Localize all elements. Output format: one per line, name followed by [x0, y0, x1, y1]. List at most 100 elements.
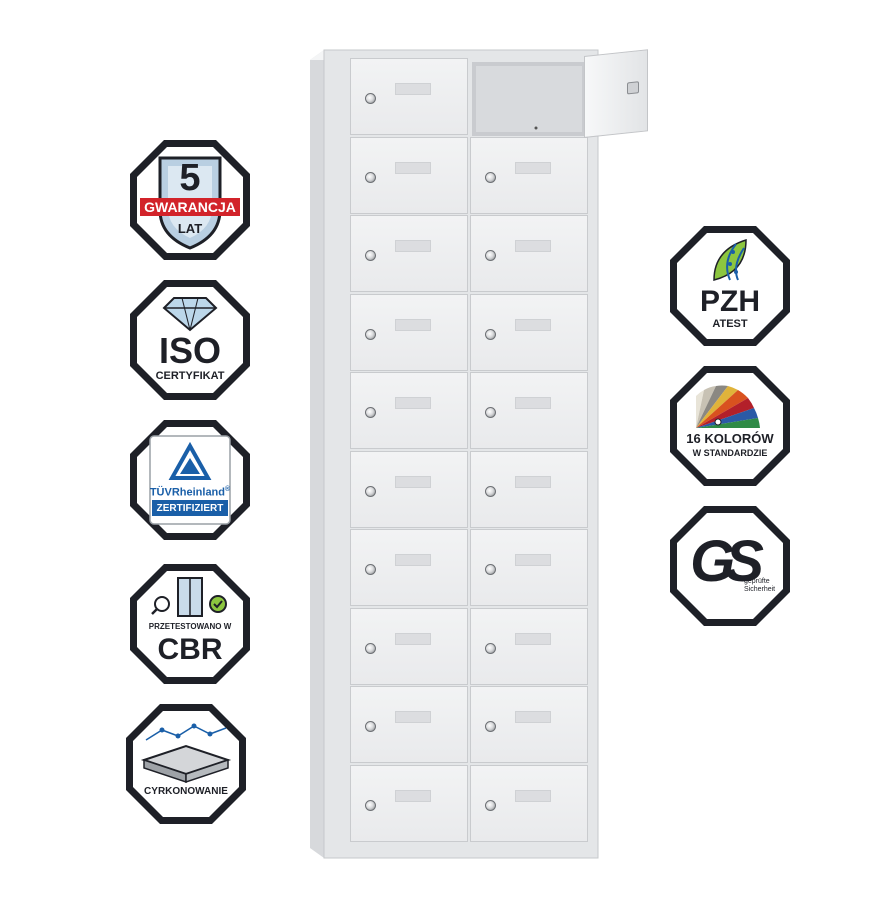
lock-icon[interactable] — [485, 564, 496, 575]
tuv-band-text: ZERTIFIZIERT — [156, 503, 224, 514]
warranty-ribbon-text: GWARANCJA — [144, 199, 236, 215]
name-tag-holder — [515, 632, 551, 645]
locker-door[interactable] — [470, 764, 588, 842]
locker-door[interactable] — [350, 293, 468, 371]
lock-icon[interactable] — [365, 328, 376, 340]
name-tag-holder — [515, 240, 551, 252]
locker-door[interactable] — [470, 450, 588, 528]
diamond-icon — [162, 297, 218, 332]
locker-door[interactable] — [350, 607, 468, 685]
lock-icon[interactable] — [485, 250, 496, 261]
name-tag-holder — [395, 318, 431, 331]
cbr-top-text: PRZETESTOWANO W — [148, 622, 232, 631]
colors-badge: 16 KOLORÓW W STANDARDZIE — [666, 362, 794, 490]
locker-door[interactable] — [350, 686, 468, 763]
locker-door[interactable] — [350, 58, 468, 135]
octagon-frame-icon — [130, 564, 250, 684]
warranty-badge: 5 GWARANCJA LAT — [126, 136, 254, 264]
lock-icon[interactable] — [485, 799, 496, 811]
locker-door[interactable] — [350, 450, 468, 528]
coating-layers-icon — [140, 723, 232, 784]
colors-line1: 16 KOLORÓW — [686, 431, 774, 446]
lock-icon[interactable] — [485, 407, 496, 418]
locker-door[interactable] — [470, 529, 588, 606]
lock-icon[interactable] — [485, 642, 496, 654]
name-tag-holder — [515, 397, 551, 409]
lock-icon[interactable] — [485, 328, 496, 340]
tuv-brand: TÜVRheinland® — [126, 484, 254, 499]
lock-icon[interactable] — [365, 407, 376, 418]
locker-door[interactable] — [350, 529, 468, 606]
pzh-subtitle: ATEST — [712, 318, 748, 330]
octagon-frame-icon — [130, 280, 250, 400]
name-tag-holder — [395, 554, 431, 566]
name-tag-holder — [515, 161, 551, 174]
magnifier-icon — [151, 596, 170, 615]
locker-door[interactable] — [470, 686, 588, 763]
locker-door[interactable] — [470, 136, 588, 214]
lock-icon[interactable] — [485, 171, 496, 183]
door-latch-icon — [627, 81, 639, 95]
gs-mark: GS — [690, 529, 764, 594]
lock-icon[interactable] — [365, 93, 376, 104]
locker-door[interactable] — [350, 215, 468, 292]
locker-cabinet — [310, 42, 648, 860]
locker-door[interactable] — [470, 372, 588, 449]
check-circle-icon — [209, 595, 227, 613]
locker-door[interactable] — [470, 215, 588, 292]
pzh-badge: PZH ATEST — [666, 222, 794, 350]
name-tag-holder — [395, 240, 431, 252]
lock-icon[interactable] — [365, 564, 376, 575]
locker-door[interactable] — [350, 136, 468, 214]
name-tag-holder — [395, 83, 431, 95]
leaf-dna-icon — [713, 238, 747, 281]
gs-caption: geprüfte Sicherheit — [744, 578, 775, 594]
name-tag-holder — [515, 318, 551, 331]
gs-badge: GS geprüfte Sicherheit — [666, 502, 794, 630]
lock-icon[interactable] — [365, 642, 376, 654]
name-tag-holder — [395, 161, 431, 174]
locker-door[interactable] — [350, 764, 468, 842]
locker-door[interactable] — [470, 293, 588, 371]
locker-door[interactable] — [470, 607, 588, 685]
colors-line2: W STANDARDZIE — [692, 448, 768, 458]
locker-door[interactable] — [350, 372, 468, 449]
name-tag-holder — [515, 711, 551, 723]
cbr-title: CBR — [157, 633, 223, 666]
tuv-badge: TÜVRheinland® ZERTIFIZIERT — [126, 416, 254, 544]
name-tag-holder — [395, 789, 431, 802]
cyrkon-title: CYRKONOWANIE — [144, 786, 228, 797]
lock-icon[interactable] — [365, 721, 376, 732]
cbr-badge: PRZETESTOWANO W CBR — [126, 560, 254, 688]
lock-icon[interactable] — [485, 485, 496, 497]
octagon-frame-icon — [670, 226, 790, 346]
iso-badge: ISO CERTYFIKAT — [126, 276, 254, 404]
lock-icon[interactable] — [365, 171, 376, 183]
iso-subtitle: CERTYFIKAT — [155, 370, 225, 382]
color-fan-icon — [696, 385, 760, 428]
octagon-frame-icon — [126, 704, 246, 824]
lock-icon[interactable] — [365, 485, 376, 497]
name-tag-holder — [515, 789, 551, 802]
name-tag-holder — [395, 632, 431, 645]
name-tag-holder — [515, 554, 551, 566]
warranty-years-text: LAT — [177, 221, 203, 236]
cyrkon-badge: CYRKONOWANIE — [122, 700, 250, 828]
name-tag-holder — [515, 475, 551, 488]
warranty-number: 5 — [179, 157, 201, 199]
tuv-triangle-icon — [168, 441, 212, 480]
cabinet-icon — [177, 577, 203, 617]
name-tag-holder — [395, 711, 431, 723]
lock-icon[interactable] — [365, 799, 376, 811]
octagon-frame-icon — [670, 506, 790, 626]
pzh-title: PZH — [700, 285, 760, 318]
tuv-brand-text: TÜVRheinland — [149, 486, 225, 499]
octagon-frame-icon — [670, 366, 790, 486]
tuv-reg-mark: ® — [225, 486, 231, 493]
lock-icon[interactable] — [485, 721, 496, 732]
gs-caption-line1: geprüfte — [744, 578, 770, 585]
lock-icon[interactable] — [365, 250, 376, 261]
name-tag-holder — [395, 397, 431, 409]
octagon-frame-icon — [130, 140, 250, 260]
open-locker-door[interactable] — [584, 49, 648, 138]
